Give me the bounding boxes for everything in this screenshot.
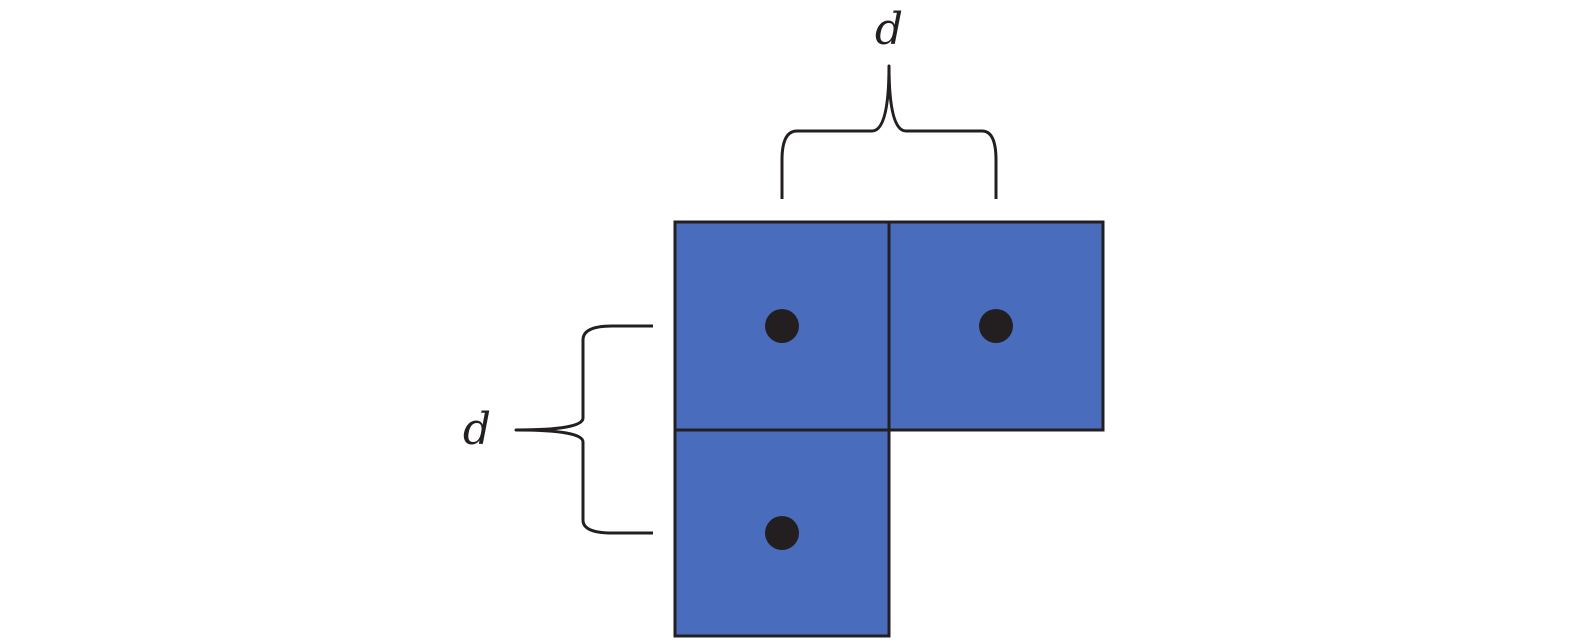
square-top-left-center-dot	[765, 309, 799, 343]
left-dimension-label: d	[463, 404, 491, 455]
square-bottom-left-center-dot	[765, 516, 799, 550]
squares-group	[673, 220, 1105, 638]
top-dimension-label: d	[875, 4, 903, 55]
left-dimension-brace	[514, 324, 653, 535]
top-dimension-brace	[780, 64, 998, 199]
square-top-right-center-dot	[979, 309, 1013, 343]
